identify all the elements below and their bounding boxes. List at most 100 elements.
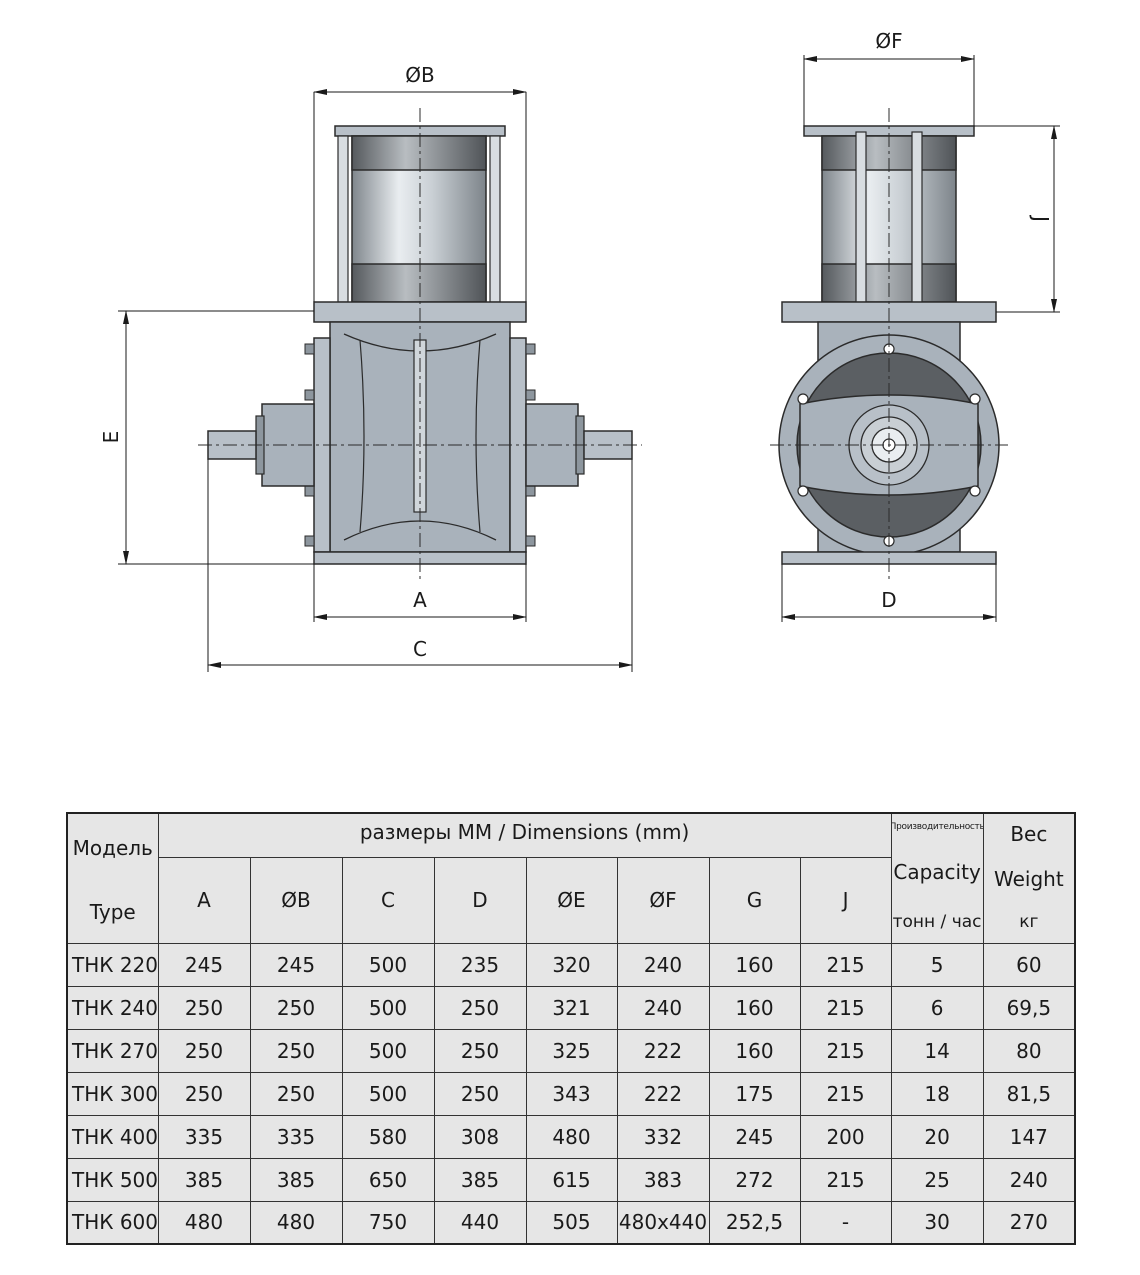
- dimension-cell: 385: [249, 1157, 343, 1202]
- dimension-cell: 650: [341, 1157, 435, 1202]
- dimension-cell: 235: [433, 942, 527, 987]
- dimension-cell: 222: [616, 1071, 710, 1116]
- dimension-cell: 500: [341, 1071, 435, 1116]
- weight-unit: кг: [1019, 912, 1039, 933]
- dimension-cell: 175: [708, 1071, 801, 1116]
- model-header-ru: Модель: [72, 836, 153, 861]
- dimensions-header: размеры ММ / Dimensions (mm): [157, 812, 892, 858]
- weight-header: Вес Weight кг: [982, 812, 1076, 944]
- dimension-cell: 250: [433, 1028, 527, 1073]
- capacity-header-en: Capacity: [893, 860, 981, 885]
- column-header: A: [157, 856, 251, 944]
- column-header: ØB: [249, 856, 343, 944]
- dimension-cell: 252,5: [708, 1200, 801, 1245]
- capacity-header-ru: Производительность: [891, 822, 984, 833]
- dimension-cell: 250: [433, 985, 527, 1030]
- dimension-cell: 200: [799, 1114, 892, 1159]
- column-header: ØE: [525, 856, 618, 944]
- dimension-cell: 245: [157, 942, 251, 987]
- dimension-cell: 250: [249, 985, 343, 1030]
- column-header: ØF: [616, 856, 710, 944]
- column-header: J: [799, 856, 892, 944]
- column-header: C: [341, 856, 435, 944]
- dimension-cell: 160: [708, 1028, 801, 1073]
- dimension-cell: 750: [341, 1200, 435, 1245]
- weight-cell: 240: [982, 1157, 1076, 1202]
- dimension-cell: 500: [341, 985, 435, 1030]
- dim-label-f: ØF: [875, 29, 902, 53]
- model-cell: ТНК 600: [66, 1200, 159, 1245]
- dimension-cell: 250: [157, 985, 251, 1030]
- column-header: D: [433, 856, 527, 944]
- dimension-cell: 250: [433, 1071, 527, 1116]
- front-view: [198, 108, 642, 580]
- dimension-cell: 215: [799, 942, 892, 987]
- dimension-cell: 383: [616, 1157, 710, 1202]
- model-cell: ТНК 240: [66, 985, 159, 1030]
- weight-cell: 80: [982, 1028, 1076, 1073]
- dim-label-d: D: [881, 588, 896, 612]
- dimension-cell: 480: [525, 1114, 618, 1159]
- dimension-cell: 250: [157, 1071, 251, 1116]
- spec-table: Модель Type размеры ММ / Dimensions (mm)…: [66, 812, 1077, 1245]
- capacity-cell: 20: [890, 1114, 984, 1159]
- dimension-cell: 335: [157, 1114, 251, 1159]
- dimension-cell: 440: [433, 1200, 527, 1245]
- dim-label-e: E: [99, 431, 123, 444]
- dimension-cell: 335: [249, 1114, 343, 1159]
- dimension-cell: 325: [525, 1028, 618, 1073]
- dim-label-c: C: [413, 637, 427, 661]
- dim-label-a: A: [413, 588, 427, 612]
- dimension-cell: 250: [249, 1071, 343, 1116]
- dimension-cell: 222: [616, 1028, 710, 1073]
- dimension-cell: 580: [341, 1114, 435, 1159]
- dimension-cell: 308: [433, 1114, 527, 1159]
- capacity-cell: 5: [890, 942, 984, 987]
- dimension-cell: 160: [708, 985, 801, 1030]
- dimension-cell: 500: [341, 1028, 435, 1073]
- capacity-cell: 30: [890, 1200, 984, 1245]
- model-cell: ТНК 300: [66, 1071, 159, 1116]
- column-header: G: [708, 856, 801, 944]
- dimension-cell: 215: [799, 985, 892, 1030]
- dimension-cell: 480: [157, 1200, 251, 1245]
- model-cell: ТНК 500: [66, 1157, 159, 1202]
- model-cell: ТНК 400: [66, 1114, 159, 1159]
- dimension-cell: 240: [616, 942, 710, 987]
- weight-cell: 60: [982, 942, 1076, 987]
- dimension-cell: 160: [708, 942, 801, 987]
- model-header-en: Type: [89, 900, 136, 925]
- weight-cell: 81,5: [982, 1071, 1076, 1116]
- weight-header-ru: Вес: [1010, 822, 1048, 847]
- dimension-cell: 215: [799, 1157, 892, 1202]
- front-dimensions: [118, 89, 633, 672]
- model-header: Модель Type: [66, 812, 159, 944]
- dimension-cell: 215: [799, 1028, 892, 1073]
- dimension-cell: 505: [525, 1200, 618, 1245]
- dimension-cell: 500: [341, 942, 435, 987]
- dimension-cell: 245: [708, 1114, 801, 1159]
- model-cell: ТНК 270: [66, 1028, 159, 1073]
- capacity-cell: 18: [890, 1071, 984, 1116]
- dim-label-j: J: [1029, 214, 1053, 222]
- capacity-unit: тонн / час: [892, 912, 982, 933]
- dimension-cell: 215: [799, 1071, 892, 1116]
- dimension-cell: 385: [433, 1157, 527, 1202]
- dimension-cell: 250: [157, 1028, 251, 1073]
- dimension-cell: 250: [249, 1028, 343, 1073]
- weight-cell: 270: [982, 1200, 1076, 1245]
- side-dimensions: [781, 55, 1060, 622]
- dimension-cell: 480: [249, 1200, 343, 1245]
- model-cell: ТНК 220: [66, 942, 159, 987]
- side-view: [770, 108, 1008, 580]
- weight-cell: 147: [982, 1114, 1076, 1159]
- dimension-cell: 480x440: [616, 1200, 710, 1245]
- capacity-cell: 25: [890, 1157, 984, 1202]
- dimension-cell: 343: [525, 1071, 618, 1116]
